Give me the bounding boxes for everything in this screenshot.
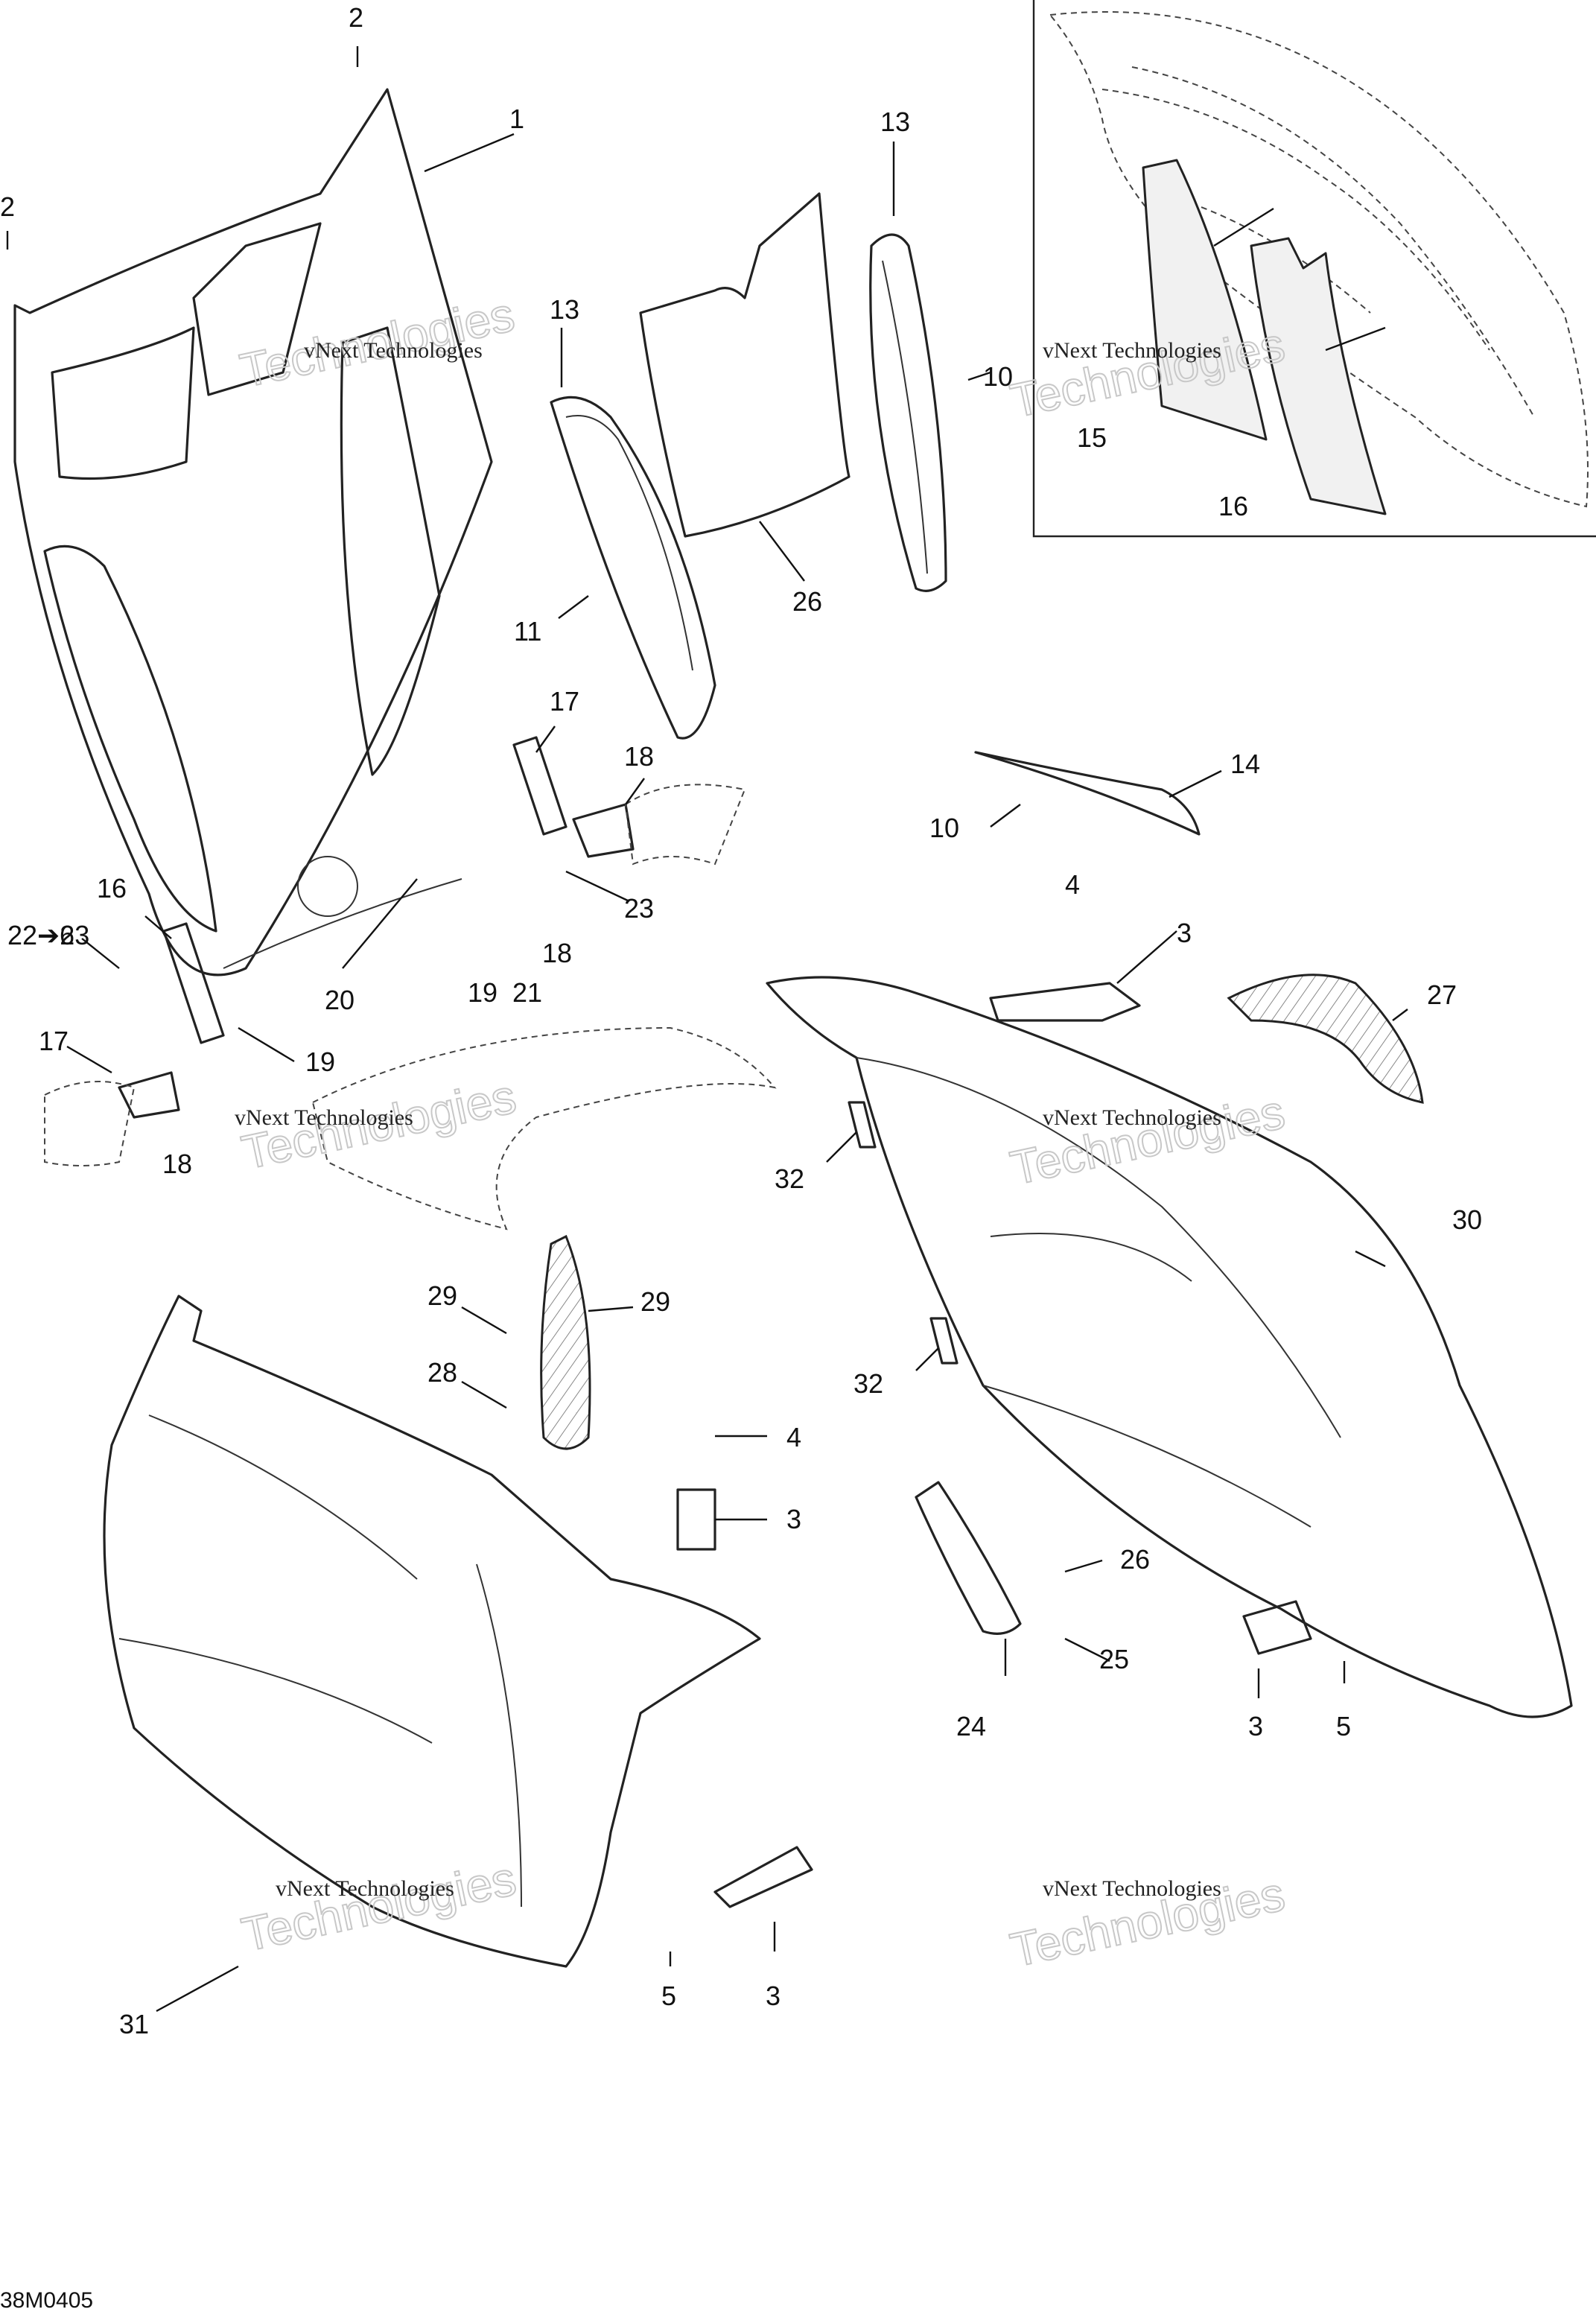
leader-lines (6, 46, 1408, 2013)
part-11-panel (1142, 159, 1268, 441)
drawing-code: 38M0405 (0, 2288, 93, 2313)
callout-label: 3 (1248, 1711, 1263, 1741)
part-9-trim-strip (974, 751, 1201, 836)
callout-label: 18 (624, 741, 654, 772)
callout-label: 18 (162, 1149, 192, 1179)
part-13-bracket (512, 736, 567, 836)
callout-label: 5 (1336, 1711, 1351, 1741)
watermark-text: vNext Technologies (1043, 338, 1221, 363)
callout-label: 4 (1065, 869, 1080, 900)
part-27-cover (1227, 974, 1424, 1104)
callout-label: 1 (509, 104, 524, 134)
callout-label: 26 (1120, 1544, 1150, 1575)
frame-member-left (44, 1081, 136, 1166)
inset-frame (1032, 0, 1596, 538)
callout-label: 2 (349, 2, 363, 33)
callout-label: 15 (1077, 422, 1107, 453)
callout-label: 20 (325, 985, 355, 1015)
callout-label: 25 (1099, 1644, 1129, 1674)
inset-arrow (1213, 207, 1274, 247)
callout-label: 23 (624, 893, 654, 924)
part-28-cover (540, 1234, 591, 1450)
inset-arrow (1325, 326, 1386, 352)
callout-label: 29 (427, 1280, 457, 1311)
callout-label: 3 (766, 1981, 780, 2011)
part-3-handle-right (1242, 1600, 1312, 1655)
callout-label: 28 (427, 1357, 457, 1388)
callout-label: 24 (956, 1711, 986, 1741)
callout-label: 3 (786, 1504, 801, 1534)
watermark-text: vNext Technologies (1043, 1876, 1221, 1901)
part-13-bracket-lower (162, 922, 225, 1044)
callout-label: 17 (550, 686, 579, 717)
callout-label: 6 (60, 920, 74, 950)
callout-label: 18 (542, 938, 572, 968)
part-3-handle-upper (989, 982, 1141, 1022)
watermark-outline: Technologies (1006, 1085, 1289, 1195)
callout-label: 19 (468, 977, 497, 1008)
callout-label: 3 (1177, 918, 1192, 948)
part-15-bracket (118, 1071, 180, 1119)
part-8-vent-frame (550, 396, 716, 740)
callout-label: 19 (305, 1047, 335, 1077)
watermarks: Technologies vNext Technologies Technolo… (235, 287, 1290, 1978)
callout-label: 16 (1218, 491, 1248, 521)
callout-label: 5 (661, 1981, 676, 2011)
callout-label: 26 (792, 586, 822, 617)
watermark-text: vNext Technologies (235, 1105, 413, 1130)
callout-label: 27 (1427, 979, 1457, 1010)
part-14-bracket (572, 803, 635, 858)
callout-label: 10 (929, 813, 959, 843)
callout-label: 13 (550, 294, 579, 325)
part-25-foam-pad (639, 192, 851, 538)
callout-label: 14 (1230, 749, 1260, 779)
callout-label: 13 (880, 107, 910, 137)
frame-member-center (311, 1026, 777, 1230)
callout-label: 11 (514, 616, 541, 647)
part-31-lower-side-panel (103, 1295, 761, 1968)
part-30-side-panel (766, 976, 1573, 1718)
callout-labels: 2 2 1 13 13 10 15 16 11 26 14 10 17 18 2… (0, 2, 1482, 2039)
frame-member-right (624, 784, 746, 866)
watermark-text: vNext Technologies (304, 338, 483, 363)
callout-label: 30 (1452, 1204, 1482, 1235)
part-22-mount-plate (915, 1481, 1022, 1635)
part-3-handle-lower (713, 1846, 813, 1908)
callout-label: 21 (512, 977, 542, 1008)
part-3-handle-mid (676, 1488, 716, 1551)
callout-label: 22➔23 (7, 920, 89, 950)
part-1-upper-side-panel (13, 88, 493, 977)
callout-label: 32 (775, 1163, 804, 1194)
part-7-vent-frame (869, 233, 947, 592)
watermark-text: vNext Technologies (276, 1876, 454, 1901)
callout-label: 32 (853, 1368, 883, 1399)
callout-label: 10 (983, 361, 1013, 392)
callout-label: 16 (97, 873, 127, 904)
callout-label: 2 (0, 191, 15, 222)
callout-label: 31 (119, 2009, 149, 2039)
watermark-text: vNext Technologies (1043, 1105, 1221, 1130)
callout-label: 17 (39, 1026, 69, 1056)
callout-label: 4 (786, 1422, 801, 1452)
inset-vehicle-outline (1049, 11, 1589, 508)
part-12-panel (1250, 237, 1387, 515)
callout-label: 29 (640, 1286, 670, 1317)
